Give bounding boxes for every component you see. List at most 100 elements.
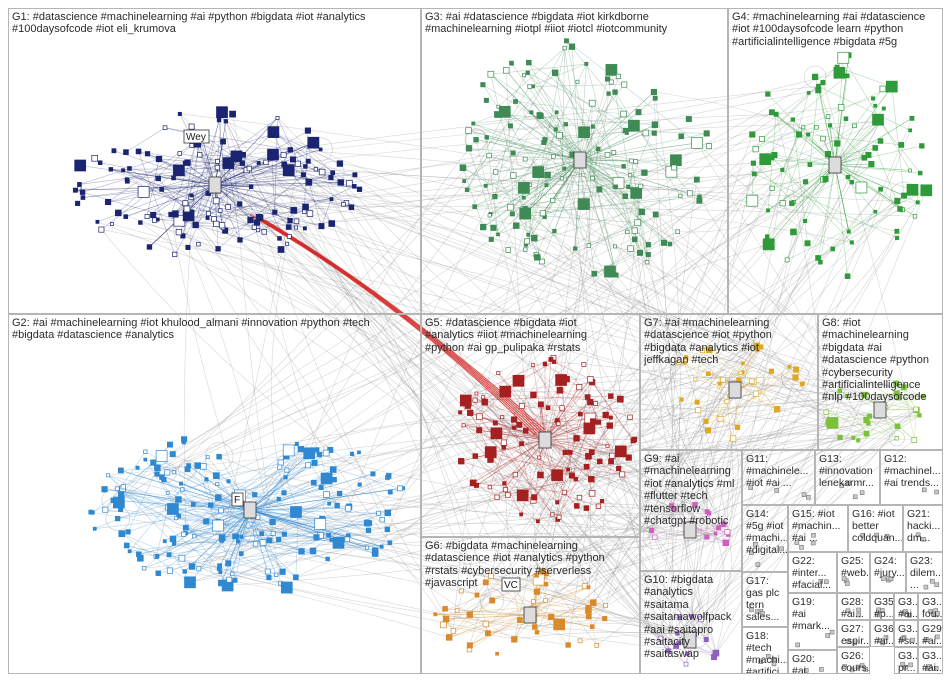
node-avatar [801, 125, 806, 130]
node-avatar [495, 651, 499, 656]
edge [273, 131, 323, 173]
node-avatar [660, 239, 668, 246]
node-avatar [496, 371, 501, 376]
node-avatar [614, 445, 627, 458]
edge [161, 184, 216, 190]
edge [185, 532, 678, 634]
edge [557, 413, 581, 421]
edge [153, 214, 674, 510]
node-avatar [216, 453, 222, 460]
edge [218, 456, 715, 658]
edge [221, 540, 382, 547]
node-avatar [703, 637, 709, 643]
node-avatar [294, 442, 299, 446]
edge [183, 135, 200, 528]
hub-avatar [873, 401, 887, 419]
edge [524, 84, 625, 214]
node-avatar [183, 205, 191, 213]
edge [462, 167, 545, 218]
edge [695, 379, 736, 391]
edge [214, 121, 227, 186]
node-avatar [466, 642, 473, 649]
edge [216, 200, 322, 227]
node-avatar [348, 204, 355, 210]
node-avatar [779, 546, 784, 552]
edge [308, 182, 493, 601]
node-avatar [95, 219, 100, 224]
edge [588, 409, 917, 617]
node-avatar [706, 143, 712, 150]
node-avatar [642, 129, 650, 137]
edge [476, 139, 581, 161]
edge [285, 477, 716, 534]
edge [541, 93, 609, 262]
node-avatar [465, 127, 472, 134]
edge [771, 164, 836, 189]
edge [435, 602, 594, 615]
node-avatar [287, 217, 293, 224]
edge [504, 379, 591, 484]
node-avatar [511, 416, 518, 423]
edge [754, 173, 898, 239]
node-avatar [442, 606, 448, 612]
node-avatar [596, 146, 601, 152]
node-avatar [159, 187, 165, 192]
edge [217, 167, 241, 205]
edge [734, 389, 778, 410]
edge [571, 46, 581, 161]
node-avatar [485, 630, 491, 637]
node-avatar [603, 602, 608, 608]
node-avatar [849, 179, 854, 185]
node-avatar [837, 434, 843, 441]
node-avatar [155, 554, 160, 559]
node-avatar [253, 219, 261, 226]
edge [583, 179, 824, 365]
node-avatar [830, 246, 836, 252]
edge [172, 450, 289, 540]
edge [156, 473, 219, 498]
node-avatar [188, 563, 196, 570]
node-avatar [806, 132, 811, 137]
node-avatar [519, 512, 524, 517]
node-avatar [502, 481, 507, 486]
node-avatar [274, 572, 279, 577]
edge [179, 153, 360, 190]
node-avatar [280, 581, 293, 594]
node-avatar [192, 221, 199, 229]
edge [449, 587, 589, 638]
edge [464, 112, 557, 182]
node-avatar [184, 576, 196, 589]
node-avatar [256, 228, 261, 233]
group-label-g28: G28: #ai... [841, 596, 864, 620]
node-avatar [706, 346, 713, 353]
edge [579, 63, 587, 161]
node-avatar [703, 418, 709, 424]
node-avatar [511, 636, 518, 643]
edge [158, 509, 251, 574]
edge [256, 222, 758, 351]
edge [448, 514, 553, 638]
edge [564, 437, 854, 493]
edge [167, 492, 285, 535]
node-avatar [651, 121, 659, 129]
node-avatar [842, 664, 847, 669]
edge [579, 142, 698, 161]
edge [767, 114, 777, 211]
node-avatar [706, 371, 711, 377]
edge [490, 74, 566, 125]
node-avatar [523, 238, 530, 245]
edge [914, 410, 917, 441]
edge [191, 145, 897, 232]
node-avatar [172, 251, 178, 257]
node-avatar [894, 197, 901, 204]
edge [218, 521, 321, 525]
edge [375, 359, 552, 554]
group-panel-g19: G19: #ai #mark... [788, 593, 837, 650]
node-avatar [266, 574, 272, 581]
group-label-g3a: G3... #ai... [898, 596, 918, 620]
edge [705, 438, 734, 640]
edge [579, 159, 700, 198]
node-avatar [921, 536, 926, 542]
node-avatar [595, 503, 602, 509]
node-avatar [695, 407, 702, 414]
